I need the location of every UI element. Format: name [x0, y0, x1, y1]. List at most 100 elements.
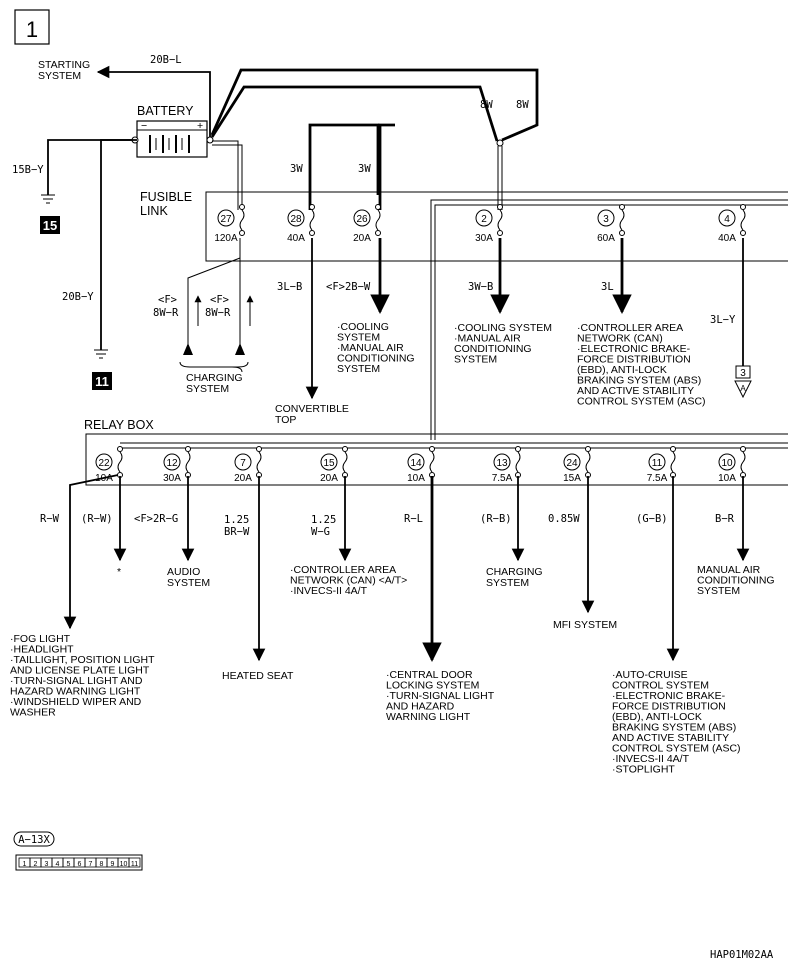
lightsLines-line: ·FOG LIGHT: [10, 633, 71, 645]
relay-fuse-number: 11: [652, 458, 663, 469]
macLines-line: MANUAL AIR: [697, 564, 761, 576]
battery-symbol: − +: [131, 120, 214, 158]
battery-plus: +: [197, 120, 203, 132]
starting-system-label-1: STARTING: [38, 59, 90, 71]
ground-wire-11-label: 20B−Y: [62, 291, 94, 303]
ground-wire-15-label: 15B−Y: [12, 164, 44, 176]
brace-charging-b: [200, 361, 249, 368]
cruiseLines-line: FORCE DISTRIBUTION: [612, 701, 726, 713]
connector-pin-number: 7: [89, 861, 93, 868]
wire-8w-label-b: 8W: [516, 99, 529, 111]
connector-pin-number: 11: [131, 861, 138, 868]
cruiseLines-line: ·STOPLIGHT: [612, 764, 675, 776]
relay-fuse-number: 15: [323, 458, 335, 469]
fusible-fuse-rating: 20A: [353, 233, 371, 244]
wire-battery-27-b: [212, 144, 243, 210]
fusible-fuse-number: 27: [220, 214, 232, 225]
page-number: 1: [26, 17, 38, 42]
macLines-line: SYSTEM: [697, 585, 740, 597]
connector-pin-number: 10: [120, 861, 128, 868]
door-wire: R−L: [404, 513, 423, 525]
audio-label-1: AUDIO: [167, 566, 200, 578]
connector-pin-number: 8: [100, 861, 104, 868]
doorLines-line: AND HAZARD: [386, 701, 455, 713]
cruiseLines-line: CONTROL SYSTEM: [612, 680, 709, 692]
cruiseLines-line: ·ELECTRONIC BRAKE-: [612, 690, 726, 702]
rw-label: R−W: [40, 513, 60, 525]
audio-label-2: SYSTEM: [167, 577, 210, 589]
relay-fuse-rating: 15A: [563, 473, 581, 484]
audio-wire: <F>2R−G: [134, 513, 178, 525]
wire-8w-inner: [210, 85, 499, 142]
connector-pin-number: 1: [23, 861, 27, 868]
lightsLines-line: ·TAILLIGHT, POSITION LIGHT: [10, 654, 155, 666]
arrow-charging-1: [183, 343, 193, 355]
relay-fuse-rating: 7.5A: [492, 473, 513, 484]
canLines-line: AND ACTIVE STABILITY: [577, 385, 694, 397]
cruiseLines-line: ·AUTO-CRUISE: [612, 669, 688, 681]
cruiseLines-line: ·INVECS-II 4A/T: [612, 753, 690, 765]
seat-wire-1: 1.25: [224, 514, 249, 526]
drawing-code: HAP01M02AA: [710, 949, 774, 961]
svg-text:A: A: [740, 384, 746, 393]
relay-fuse-rating: 7.5A: [647, 473, 668, 484]
can2Lines-line: ·INVECS-II 4A/T: [290, 585, 368, 597]
connector-pin-number: 3: [45, 861, 49, 868]
relay-fuse-rating: 10A: [718, 473, 736, 484]
starting-wire: [96, 65, 211, 140]
charging-wire-2a: <F>: [210, 294, 229, 306]
fusible-fuse-number: 28: [290, 214, 302, 225]
mac-wire: B−R: [715, 513, 735, 525]
wire-battery-27-a: [212, 140, 239, 210]
seat-label: HEATED SEAT: [222, 670, 294, 682]
cooling1Lines-line: ·COOLING: [337, 321, 389, 333]
relay-box-outline: [85, 433, 788, 486]
fusible-fuse-rating: 40A: [718, 233, 736, 244]
cooling1Lines-line: SYSTEM: [337, 332, 380, 344]
cooling2Lines-line: ·MANUAL AIR: [454, 333, 521, 345]
canLines-line: (EBD), ANTI-LOCK: [577, 364, 667, 376]
fusible-fuse-rating: 60A: [597, 233, 615, 244]
relay-fuse-rating: 20A: [320, 473, 338, 484]
ground-wire-11: [100, 139, 137, 350]
cruiseLines-line: BRAKING SYSTEM (ABS): [612, 722, 736, 734]
relay-fuse-number: 22: [98, 458, 110, 469]
lights-label: ·FOG LIGHT·HEADLIGHT·TAILLIGHT, POSITION…: [10, 633, 155, 719]
fusible-fuse-rating: 40A: [287, 233, 305, 244]
doorLines-line: ·TURN-SIGNAL LIGHT: [386, 690, 495, 702]
relay-fuse-number: 14: [410, 458, 422, 469]
charging-wire-2b: 8W−R: [205, 307, 231, 319]
canLines-line: FORCE DISTRIBUTION: [577, 354, 691, 366]
ground-connector-11: 11: [92, 372, 112, 390]
relay-fuse-number: 13: [496, 458, 508, 469]
relay-fuse-number: 7: [240, 458, 246, 469]
cooling2Lines-line: ·COOLING SYSTEM: [454, 322, 552, 334]
battery-label: BATTERY: [137, 104, 194, 118]
svg-text:3: 3: [740, 368, 746, 379]
fusible-link-label-1: FUSIBLE: [140, 190, 192, 204]
wire-8w-outer: [210, 68, 539, 142]
cooling2Lines-line: CONDITIONING: [454, 343, 532, 355]
connector-pin-number: 6: [78, 861, 82, 868]
relay-fuse-rating: 10A: [407, 473, 425, 484]
fusible-fuse-rating: 120A: [214, 233, 238, 244]
can2-wire-1: 1.25: [311, 514, 336, 526]
wire-lights: [63, 474, 119, 630]
busbar-fusible-a: [430, 199, 788, 440]
mfi-wire: 0.85W: [548, 513, 580, 525]
cruiseLines-line: AND ACTIVE STABILITY: [612, 732, 729, 744]
relay-fuse-number: 12: [166, 458, 178, 469]
cooling1Lines-line: ·MANUAL AIR: [337, 342, 404, 354]
canLines-line: ·ELECTRONIC BRAKE-: [577, 343, 691, 355]
convertible-wire: 3L−B: [277, 281, 302, 293]
